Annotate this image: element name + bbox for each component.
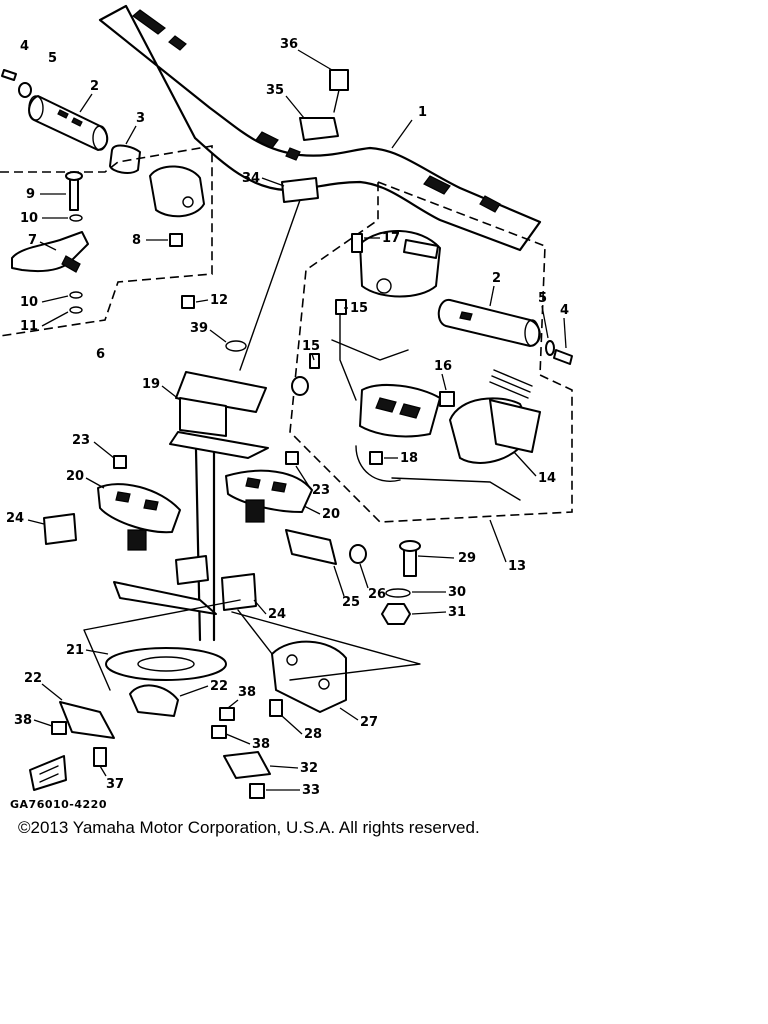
part-code: GA76010-4220 (10, 798, 107, 811)
callout-28: 28 (304, 727, 322, 742)
callout-7: 7 (28, 233, 37, 248)
exploded-parts-diagram: 1 2 3 4 5 9 10 7 8 10 11 12 6 36 35 34 1… (0, 4, 573, 799)
callout-15: 15 (350, 301, 368, 316)
callout-22b: 22 (210, 679, 228, 694)
callout-4b: 4 (560, 303, 569, 318)
callout-38: 38 (238, 685, 256, 700)
callout-5: 5 (48, 51, 57, 66)
callout-20b: 20 (322, 507, 340, 522)
callout-17: 17 (382, 231, 400, 246)
callout-19: 19 (142, 377, 160, 392)
copyright-notice: ©2013 Yamaha Motor Corporation, U.S.A. A… (18, 818, 480, 837)
callout-18: 18 (400, 451, 418, 466)
steering-column (43, 340, 367, 691)
callout-23b: 23 (312, 483, 330, 498)
callout-26: 26 (368, 587, 386, 602)
callout-39: 39 (190, 321, 208, 336)
callout-27: 27 (360, 715, 378, 730)
callout-14: 14 (538, 471, 556, 486)
callout-2: 2 (90, 79, 99, 94)
callout-37: 37 (106, 777, 124, 792)
callout-15b: 15 (302, 339, 320, 354)
callouts: 1 2 3 4 5 9 10 7 8 10 11 12 6 36 35 34 1… (6, 37, 569, 798)
callout-6: 6 (96, 347, 105, 362)
callout-9: 9 (26, 187, 35, 202)
callout-25: 25 (342, 595, 360, 610)
callout-31: 31 (448, 605, 466, 620)
callout-1: 1 (418, 105, 427, 120)
callout-36: 36 (280, 37, 298, 52)
callout-24: 24 (6, 511, 24, 526)
callout-5b: 5 (538, 291, 547, 306)
callout-13: 13 (508, 559, 526, 574)
callout-11: 11 (20, 319, 38, 334)
right-grip (437, 298, 573, 365)
right-throttle-assembly (289, 180, 573, 523)
callout-12: 12 (210, 293, 228, 308)
callout-35: 35 (266, 83, 284, 98)
callout-8: 8 (132, 233, 141, 248)
callout-38c: 38 (252, 737, 270, 752)
callout-4: 4 (20, 39, 29, 54)
callout-21: 21 (66, 643, 84, 658)
handlebar-clamps (239, 69, 349, 371)
callout-10: 10 (20, 211, 38, 226)
callout-2b: 2 (492, 271, 501, 286)
lower-brackets (29, 540, 421, 799)
callout-29: 29 (458, 551, 476, 566)
callout-34: 34 (242, 171, 260, 186)
callout-3: 3 (136, 111, 145, 126)
callout-24b: 24 (268, 607, 286, 622)
callout-22: 22 (24, 671, 42, 686)
callout-23: 23 (72, 433, 90, 448)
callout-33: 33 (302, 783, 320, 798)
callout-20: 20 (66, 469, 84, 484)
left-grip-assembly (1, 69, 141, 174)
left-lever-assembly (0, 145, 213, 337)
callout-38b: 38 (14, 713, 32, 728)
callout-32: 32 (300, 761, 318, 776)
throttle-cover (449, 369, 541, 464)
callout-10b: 10 (20, 295, 38, 310)
callout-16: 16 (434, 359, 452, 374)
callout-30: 30 (448, 585, 466, 600)
